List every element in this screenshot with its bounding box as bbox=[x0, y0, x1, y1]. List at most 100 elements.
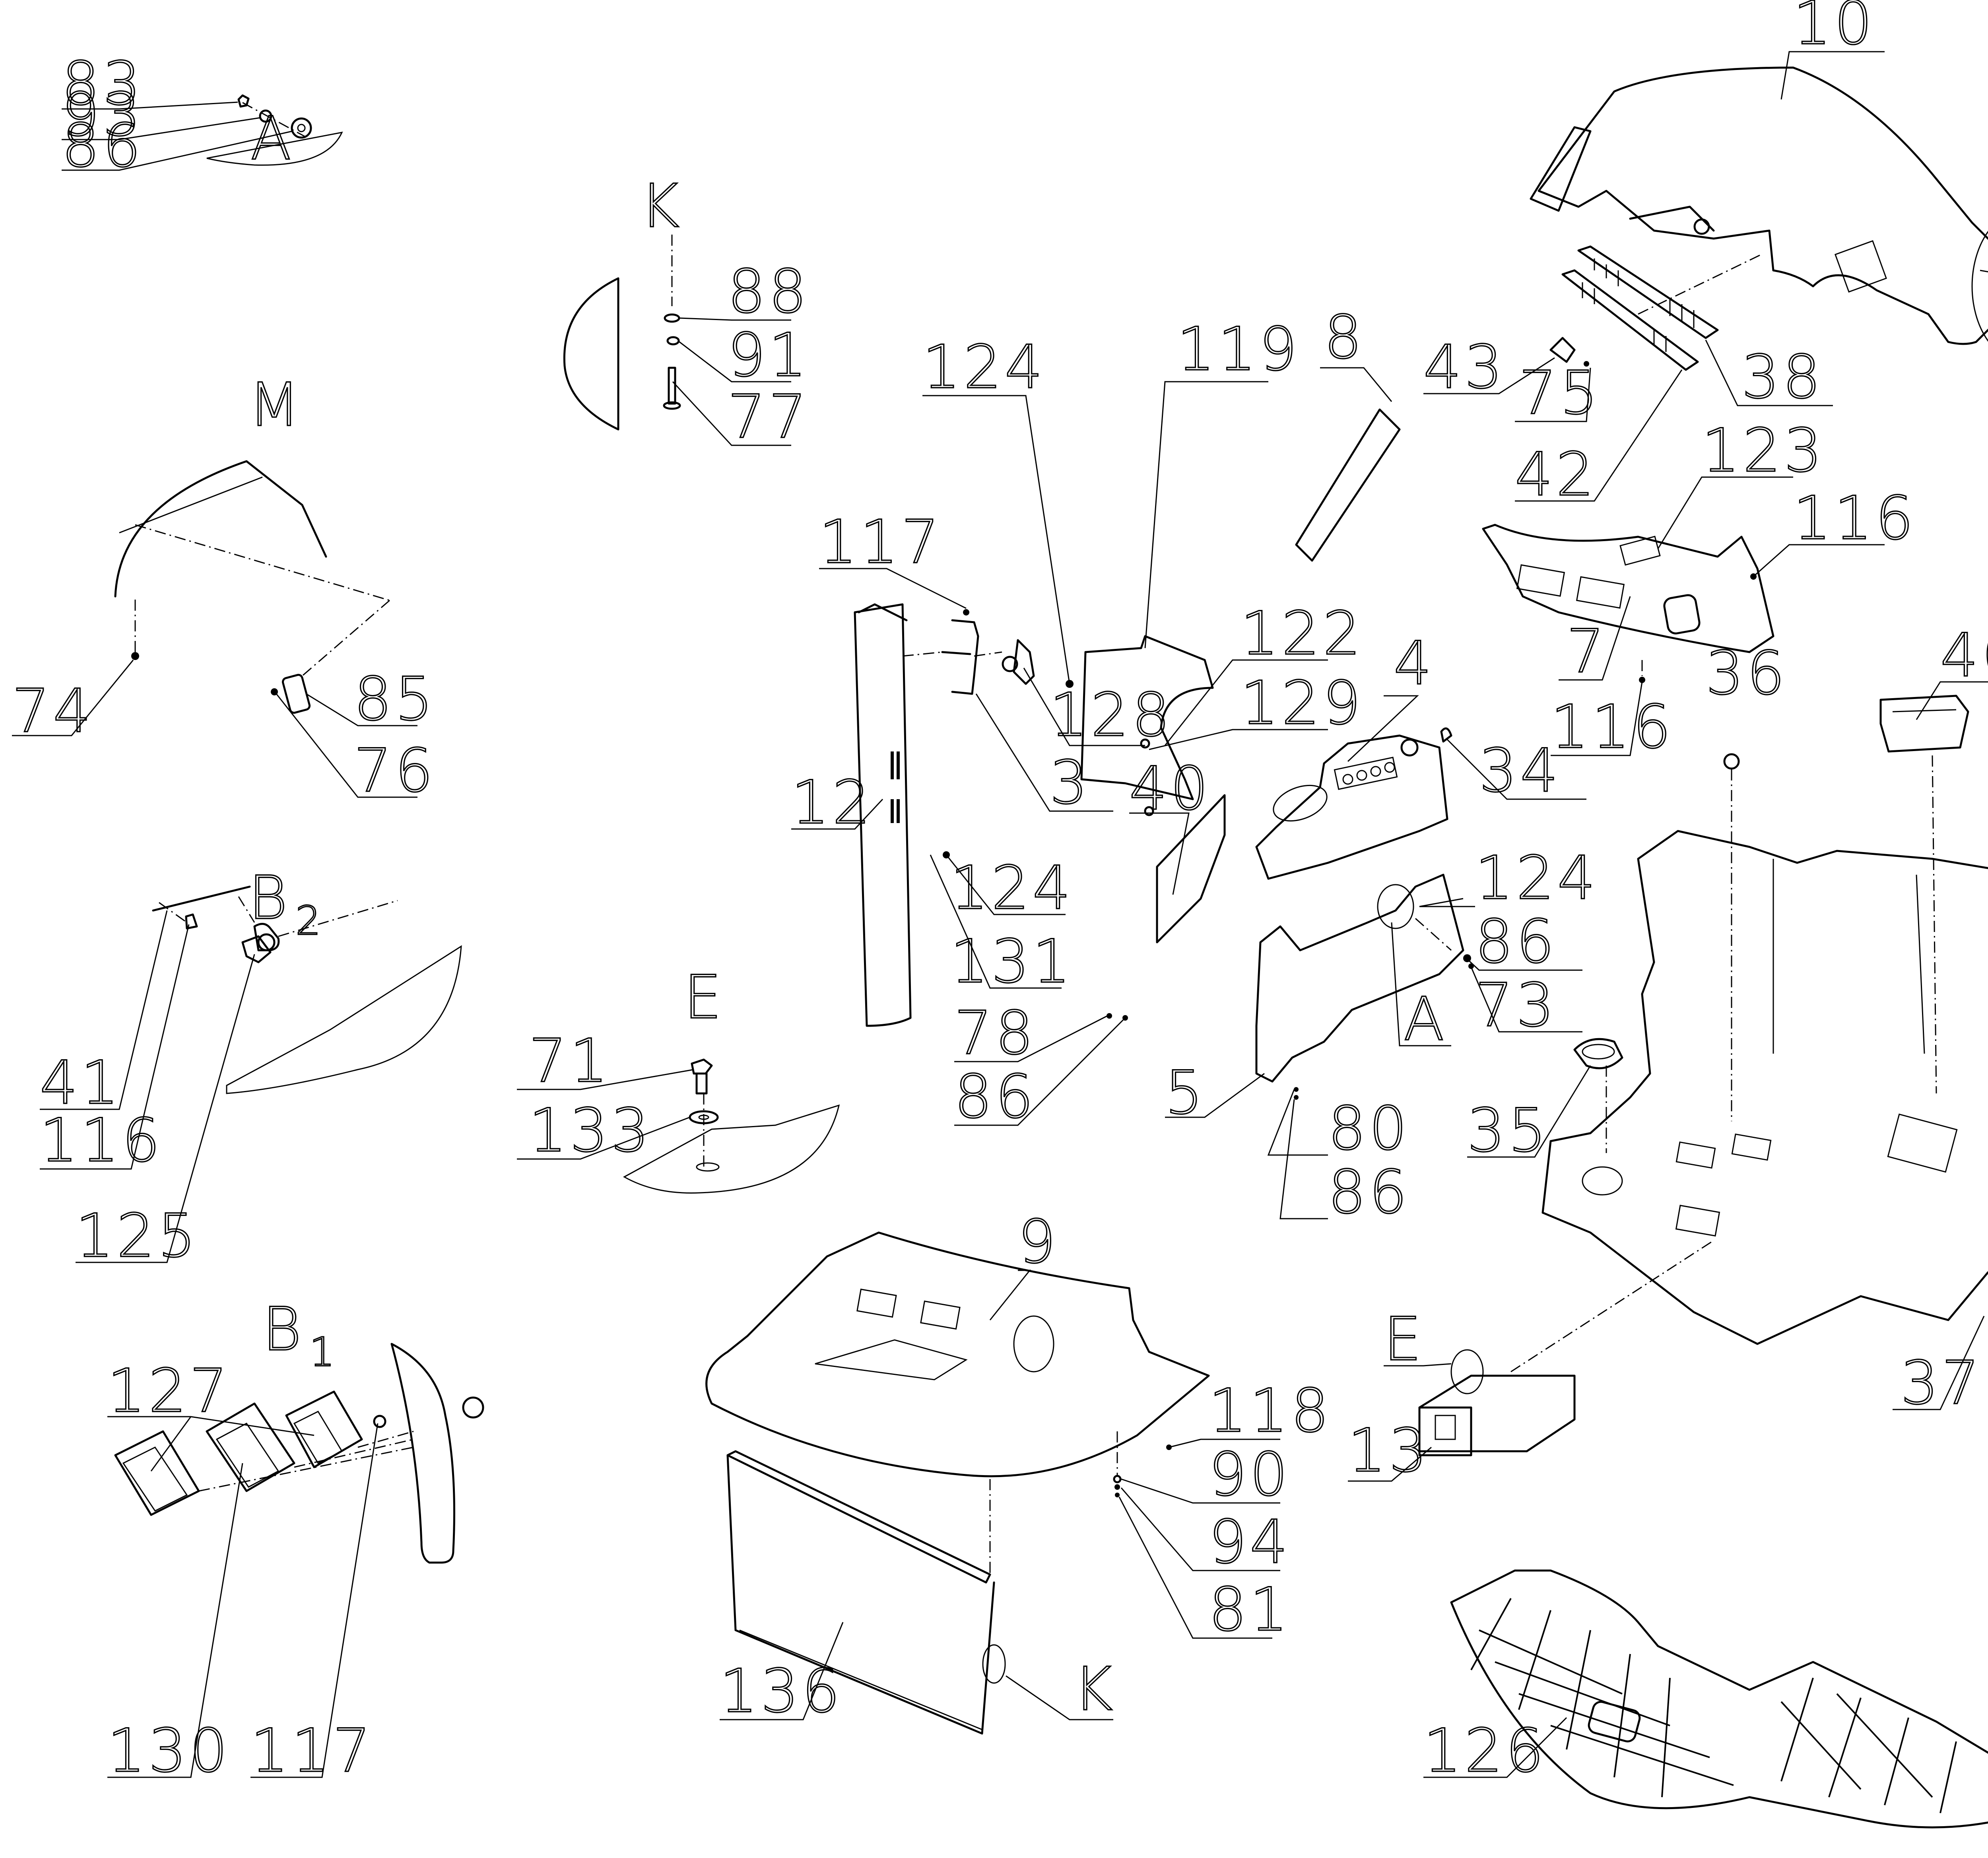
fitting-35 bbox=[1573, 1038, 1623, 1070]
dashboard-panel-7 bbox=[1482, 524, 1774, 653]
panel-40 bbox=[1156, 794, 1226, 944]
console-4-group: 4 34 bbox=[1255, 628, 1586, 880]
detail-b1-panel bbox=[390, 1343, 455, 1564]
callout-75: 75 bbox=[1519, 359, 1601, 428]
roof-10-group: 10 43 75 42 38 M bbox=[1423, 0, 1988, 510]
grille-42 bbox=[1561, 269, 1699, 371]
lock-125 bbox=[253, 923, 280, 951]
panel-40-group: 40 78 86 bbox=[953, 753, 1226, 1132]
bolt-71-shank bbox=[695, 1072, 708, 1095]
callout-74: 74 bbox=[12, 677, 94, 746]
callout-86-c: 86 bbox=[1328, 1158, 1410, 1227]
callout-80: 80 bbox=[1328, 1094, 1410, 1163]
callout-5: 5 bbox=[1165, 1058, 1206, 1128]
detail-view-e: E 71 133 bbox=[517, 962, 840, 1194]
detail-k-heading: K bbox=[640, 172, 679, 241]
callout-118: 118 bbox=[1209, 1377, 1332, 1446]
floor-mat-grid bbox=[1470, 1598, 1957, 1813]
callout-124-a: 124 bbox=[922, 333, 1046, 402]
washer-86 bbox=[291, 117, 312, 139]
bracket-3 bbox=[951, 619, 979, 695]
fitting-34 bbox=[1440, 727, 1452, 743]
callout-117-top: 117 bbox=[819, 508, 942, 577]
detail-e-plate bbox=[623, 1104, 840, 1194]
callout-a: A bbox=[1404, 985, 1448, 1054]
console-4 bbox=[1255, 734, 1448, 880]
pin-77 bbox=[668, 367, 676, 405]
callout-117: 117 bbox=[250, 1716, 374, 1786]
detail-m-panel bbox=[114, 460, 327, 598]
callout-136: 136 bbox=[720, 1657, 843, 1726]
washer-91 bbox=[666, 336, 680, 346]
callout-86-b: 86 bbox=[954, 1062, 1037, 1132]
box-13-face bbox=[1418, 1406, 1472, 1456]
callout-133: 133 bbox=[529, 1096, 652, 1165]
panel-5-group: 124 86 73 A 5 80 86 bbox=[1164, 843, 1596, 1227]
callout-85: 85 bbox=[354, 665, 436, 734]
callout-38: 38 bbox=[1741, 343, 1824, 412]
switch-127-upper bbox=[285, 1390, 363, 1468]
callout-9: 9 bbox=[1018, 1208, 1059, 1277]
callout-13: 13 bbox=[1348, 1416, 1430, 1485]
callout-94: 94 bbox=[1209, 1508, 1291, 1577]
detail-k-plate bbox=[563, 277, 619, 431]
callout-8: 8 bbox=[1324, 303, 1365, 372]
trim-8 bbox=[1295, 408, 1401, 562]
bracket-43 bbox=[1549, 337, 1576, 363]
pillar-12 bbox=[854, 603, 912, 1027]
callout-127: 127 bbox=[107, 1357, 231, 1426]
callout-116: 116 bbox=[40, 1106, 163, 1175]
callout-131: 131 bbox=[950, 927, 1074, 996]
floor-tray-9-group: 9 118 90 94 81 136 K bbox=[705, 1207, 1332, 1735]
detail-m-heading: M bbox=[248, 371, 300, 440]
washer-93 bbox=[259, 109, 272, 123]
nut-83 bbox=[237, 94, 250, 108]
clip-85 bbox=[282, 674, 311, 714]
callout-7: 7 bbox=[1567, 617, 1607, 686]
callout-46: 46 bbox=[1940, 621, 1988, 690]
callout-130: 130 bbox=[107, 1716, 231, 1786]
panel-119-group: 124 119 122 129 bbox=[922, 314, 1364, 816]
callout-36: 36 bbox=[1706, 639, 1788, 708]
grommet-36 bbox=[1723, 753, 1740, 770]
callout-34: 34 bbox=[1479, 736, 1561, 806]
floor-mat-126 bbox=[1450, 1569, 1988, 1829]
callout-4: 4 bbox=[1394, 629, 1435, 698]
screen-136 bbox=[726, 1454, 995, 1735]
tray-46 bbox=[1879, 695, 1969, 753]
callout-k: K bbox=[1074, 1655, 1116, 1724]
detail-k-marker bbox=[982, 1644, 1006, 1684]
cab-shell-37 bbox=[1541, 830, 1988, 1345]
grille-38 bbox=[1577, 245, 1719, 339]
callout-12: 12 bbox=[791, 768, 874, 837]
callout-81: 81 bbox=[1209, 1575, 1291, 1644]
roof-panel-10 bbox=[1538, 66, 1988, 345]
callout-126: 126 bbox=[1423, 1716, 1547, 1786]
trim-8-group: 8 bbox=[1295, 302, 1401, 562]
callout-43: 43 bbox=[1423, 333, 1506, 402]
label-123 bbox=[1619, 536, 1661, 566]
cab-shell-37-group: 37 35 36 46 bbox=[1466, 620, 1988, 1419]
callout-37: 37 bbox=[1901, 1349, 1983, 1418]
callout-91: 91 bbox=[728, 321, 810, 390]
callout-125: 125 bbox=[76, 1202, 199, 1271]
callout-e: E bbox=[1384, 1305, 1425, 1374]
callout-86-a: 86 bbox=[1475, 907, 1557, 977]
bolt-71 bbox=[691, 1058, 713, 1075]
floor-mat-126-group: 126 bbox=[1423, 1569, 1988, 1829]
latch-128 bbox=[1013, 639, 1035, 685]
detail-m-marker bbox=[1971, 231, 1988, 342]
detail-b2-plate bbox=[226, 945, 462, 1094]
detail-a-marker bbox=[1377, 884, 1414, 929]
callout-129-a: 129 bbox=[1241, 669, 1364, 738]
side-panel-5 bbox=[1255, 874, 1464, 1083]
callout-123: 123 bbox=[1702, 416, 1825, 485]
callout-35: 35 bbox=[1467, 1096, 1549, 1165]
box-13-group: E 13 bbox=[1347, 1240, 1714, 1486]
callout-42: 42 bbox=[1515, 440, 1597, 509]
callout-124-b: 124 bbox=[950, 854, 1074, 923]
